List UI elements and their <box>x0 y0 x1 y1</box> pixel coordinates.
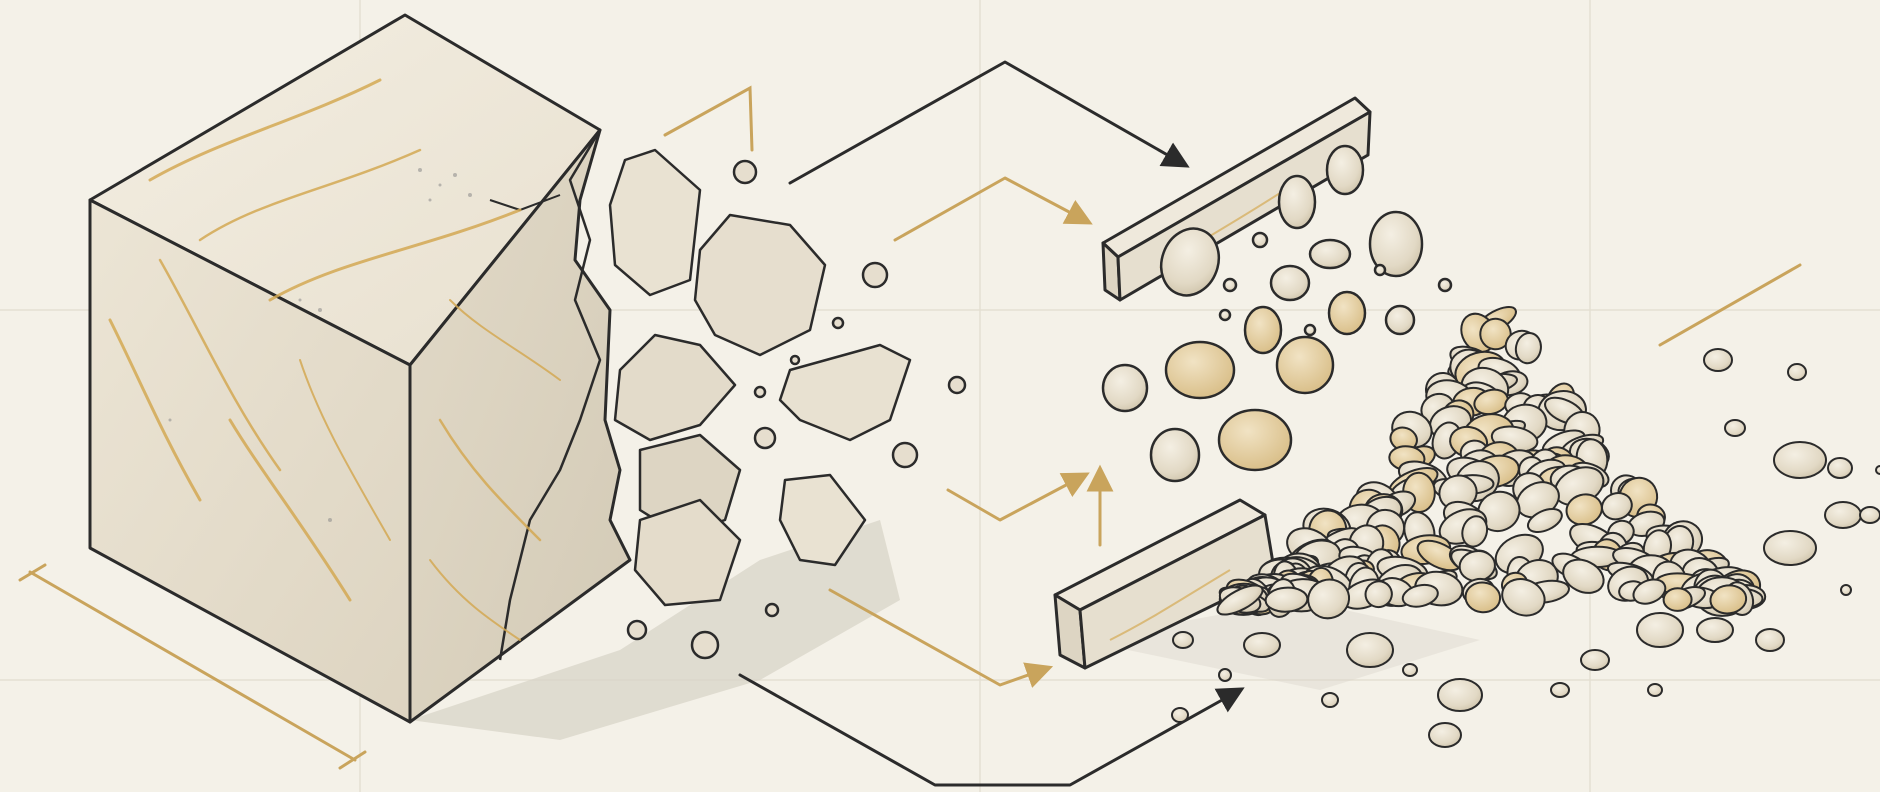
pebble <box>1245 307 1281 353</box>
gravel-stone <box>1172 708 1188 722</box>
chip <box>949 377 965 393</box>
pebble <box>1220 310 1230 320</box>
gravel-stone <box>1788 364 1806 380</box>
fragment <box>615 335 735 440</box>
chip <box>755 387 765 397</box>
fragment <box>610 150 700 295</box>
gravel-stone <box>1725 420 1745 436</box>
pebble <box>1305 325 1315 335</box>
gravel-stone <box>1663 588 1691 611</box>
pebble <box>1103 365 1147 411</box>
gravel-stone <box>1637 613 1683 647</box>
chip <box>734 161 756 183</box>
gravel-stone <box>1347 633 1393 667</box>
arrow-to-upper-slab-gold <box>895 178 1088 240</box>
arrow-to-gravel <box>740 675 1240 785</box>
pebble <box>1271 266 1309 300</box>
gravel-stone <box>1429 723 1461 747</box>
gravel-stone <box>1697 618 1733 642</box>
chip <box>755 428 775 448</box>
gravel-stone <box>1219 669 1231 681</box>
pebble <box>1224 279 1236 291</box>
gravel-stone <box>1774 442 1826 478</box>
gravel-stone <box>1764 531 1816 565</box>
marble-block <box>90 15 630 722</box>
pebble <box>1375 265 1385 275</box>
chip <box>833 318 843 328</box>
gravel-stone <box>1322 693 1338 707</box>
pebble <box>1277 337 1333 393</box>
gravel-stone <box>1825 502 1861 528</box>
upper-slab <box>1103 98 1370 300</box>
gravel-stone <box>1648 684 1662 696</box>
fragment <box>695 215 825 355</box>
pebble <box>1253 233 1267 247</box>
chip <box>791 356 799 364</box>
pebble <box>1327 146 1363 194</box>
gravel-stone <box>1756 629 1784 651</box>
gravel-stone <box>1860 507 1880 523</box>
gravel-stone <box>1244 633 1280 657</box>
gravel-stone <box>1438 679 1482 711</box>
gravel-stone <box>1581 650 1609 670</box>
pebble <box>1279 176 1315 228</box>
chip <box>692 632 718 658</box>
chip <box>628 621 646 639</box>
arrow-to-lower-slab-gold <box>948 475 1085 520</box>
arrow-to-upper-slab <box>790 62 1185 183</box>
chip <box>766 604 778 616</box>
pebble <box>1386 306 1414 334</box>
pebble <box>1439 279 1451 291</box>
chip <box>893 443 917 467</box>
gravel-stone <box>1876 466 1880 474</box>
gravel-stone <box>1173 632 1193 648</box>
gravel-stone <box>1828 458 1852 478</box>
pebble <box>1166 342 1234 398</box>
gravel-stone <box>1403 664 1417 676</box>
pebble <box>1310 240 1350 268</box>
pebble <box>1219 410 1291 470</box>
pebble <box>1151 429 1199 481</box>
gravel-stone <box>1551 683 1569 697</box>
pebble <box>1329 292 1365 334</box>
chip <box>863 263 887 287</box>
gravel-stone <box>1841 585 1851 595</box>
gravel-stone <box>1704 349 1732 371</box>
